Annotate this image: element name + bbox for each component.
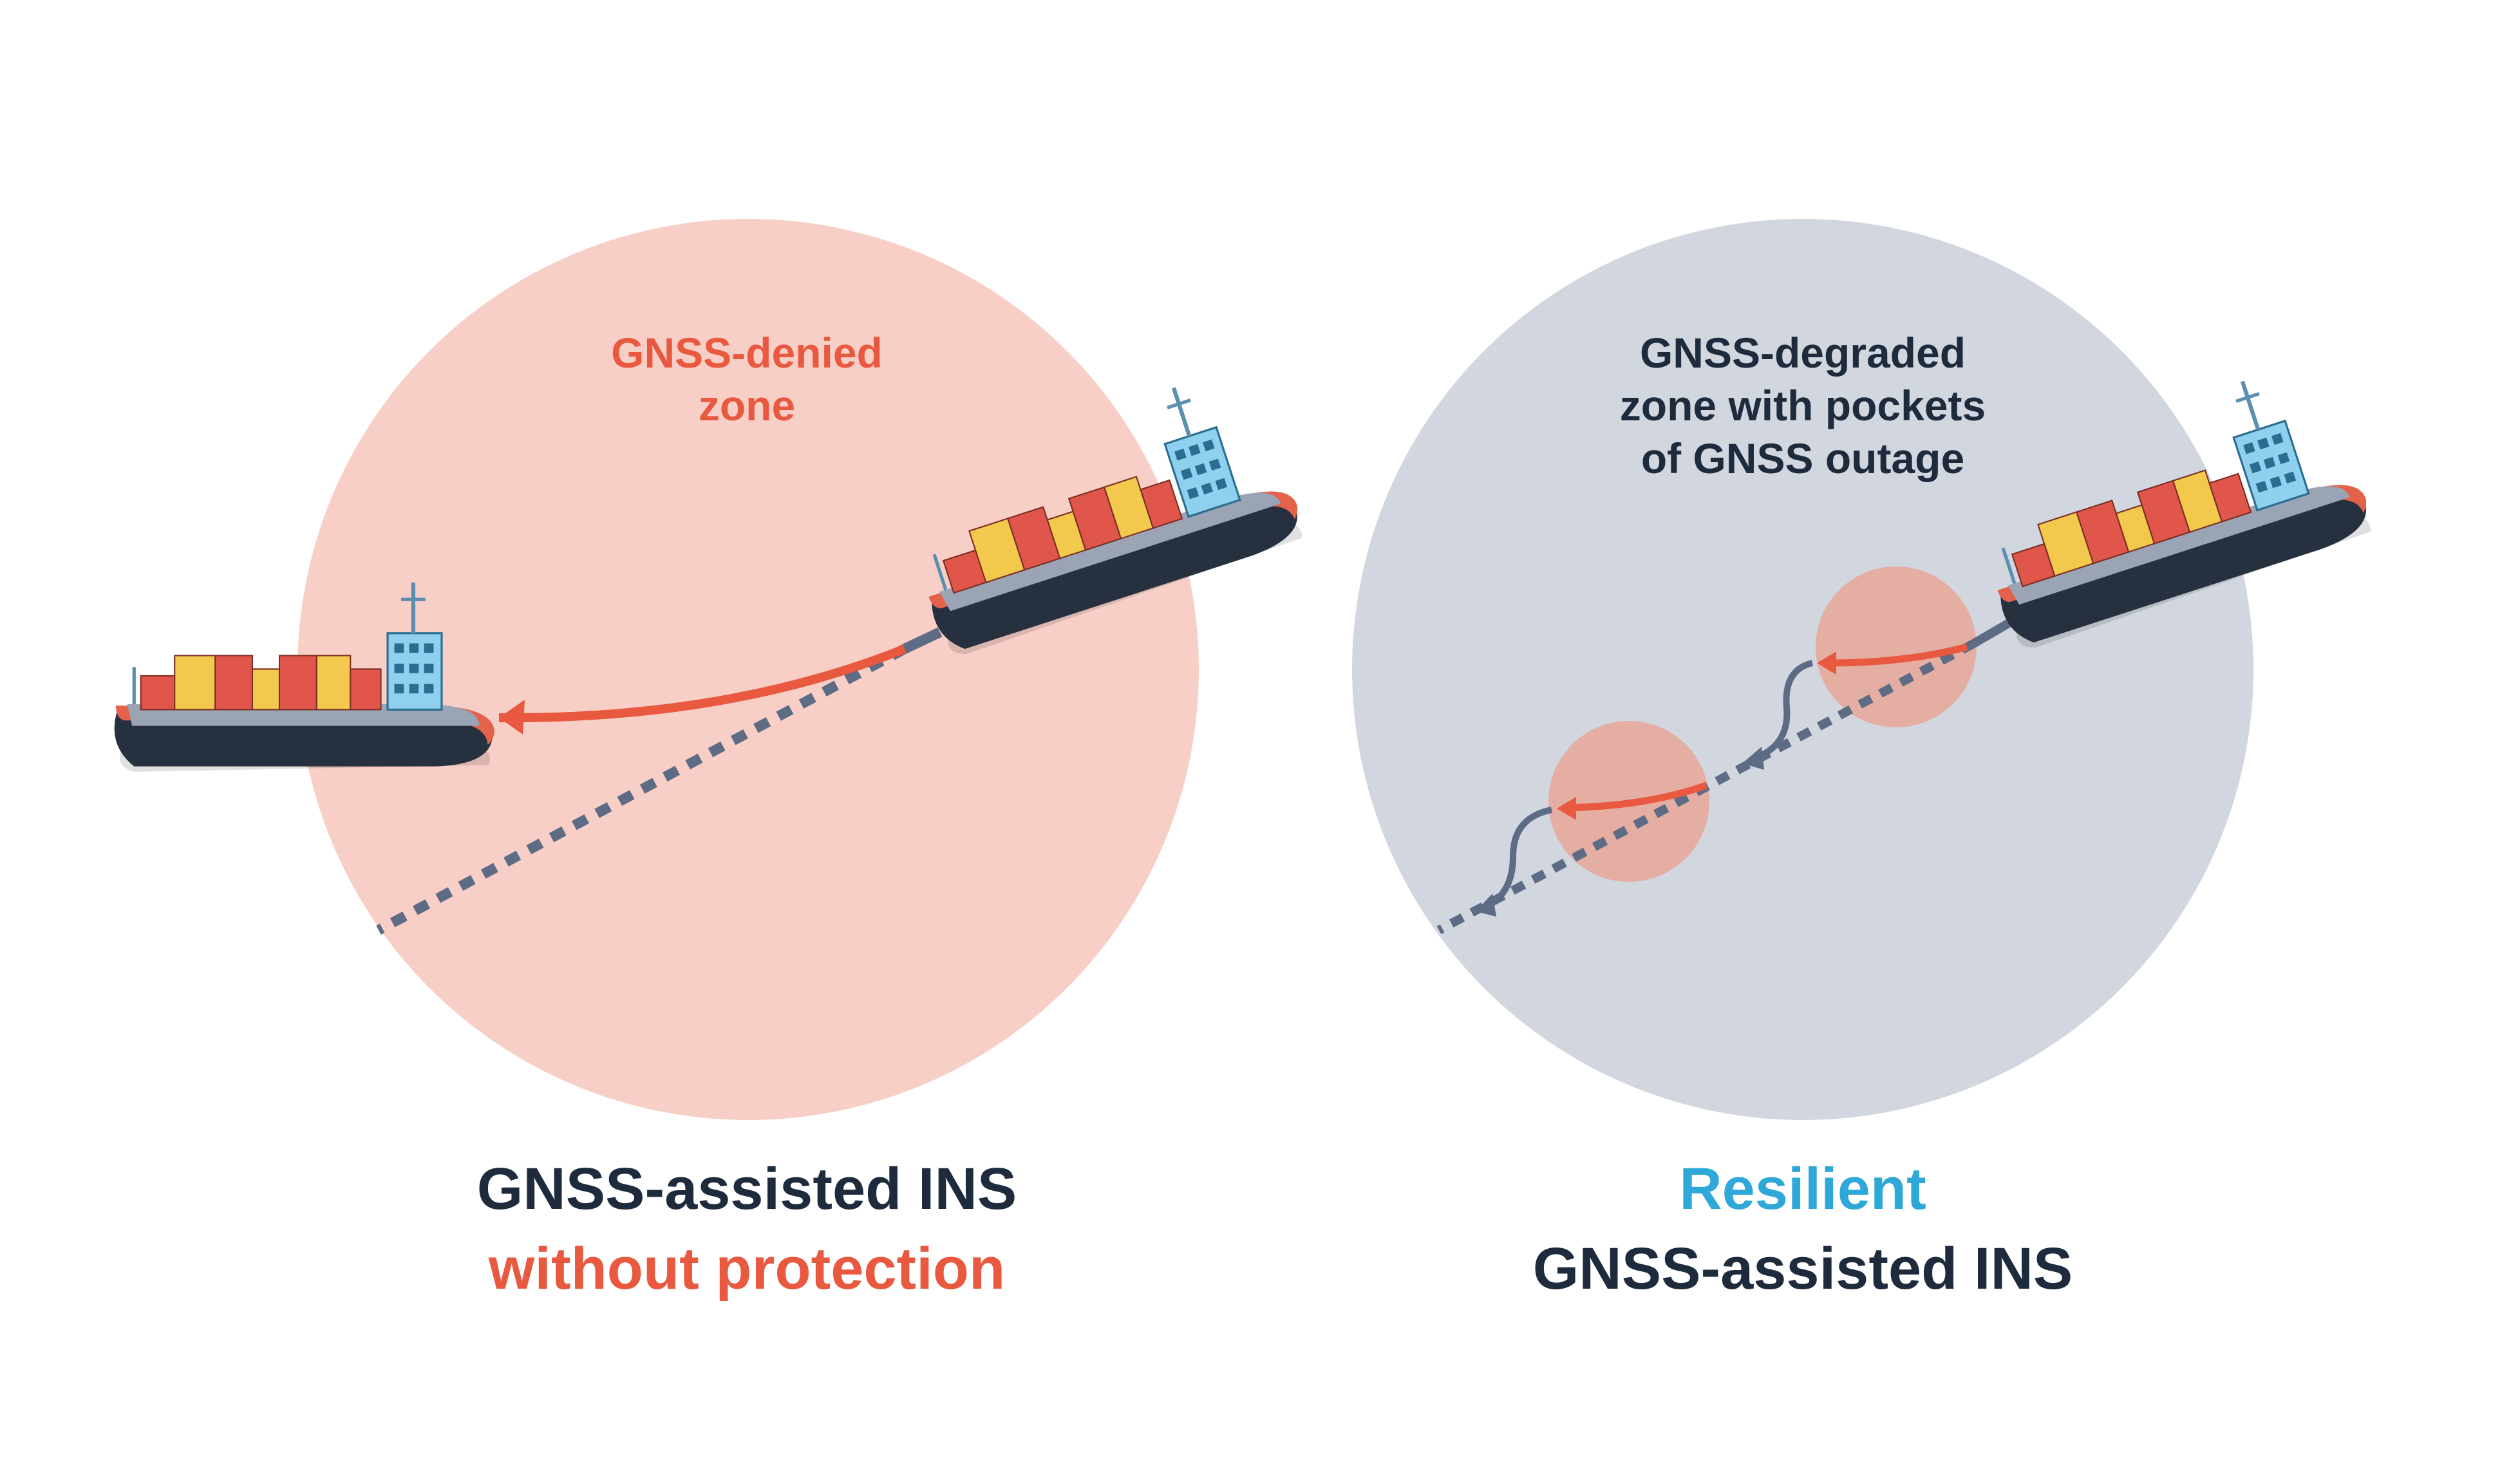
true-track-line xyxy=(376,644,907,935)
correction-arrowhead-icon xyxy=(1476,893,1496,917)
ins-drift-arrowhead-icon xyxy=(499,700,525,734)
left-caption: GNSS-assisted INS without protection xyxy=(361,1149,1133,1309)
left-caption-title: GNSS-assisted INS xyxy=(476,1156,1017,1222)
degraded-zone-label-line: of GNSS outage xyxy=(1641,434,1965,482)
pre-zone-track-line xyxy=(1971,619,2011,648)
denied-zone-label: GNSS-denied zone xyxy=(583,327,911,433)
right-caption-title: Resilient xyxy=(1679,1156,1926,1222)
correction-path xyxy=(1750,660,1814,763)
degraded-zone-label-line: GNSS-degraded xyxy=(1639,329,1966,377)
right-caption-subtitle: GNSS-assisted INS xyxy=(1532,1236,2073,1302)
ins-drift-arrowhead-icon xyxy=(1557,797,1576,820)
correction-path xyxy=(1482,807,1553,911)
pre-zone-track-line xyxy=(902,627,943,654)
gnss-denied-zone xyxy=(297,219,1199,1120)
ins-drift-arrowhead-icon xyxy=(1817,651,1836,675)
denied-zone-label-line: GNSS-denied xyxy=(611,329,883,377)
degraded-zone-label-line: zone with pockets xyxy=(1619,381,1986,429)
ins-drift-path xyxy=(498,644,907,723)
left-caption-subtitle: without protection xyxy=(488,1236,1006,1302)
right-caption: Resilient GNSS-assisted INS xyxy=(1416,1149,2189,1309)
degraded-zone-label: GNSS-degraded zone with pockets of GNSS … xyxy=(1571,327,2035,485)
gnss-outage-pocket xyxy=(1816,566,1977,727)
ins-drift-path xyxy=(1567,781,1707,812)
correction-arrowhead-icon xyxy=(1742,747,1764,770)
denied-zone-label-line: zone xyxy=(698,381,796,429)
ins-drift-path xyxy=(1828,643,1968,667)
